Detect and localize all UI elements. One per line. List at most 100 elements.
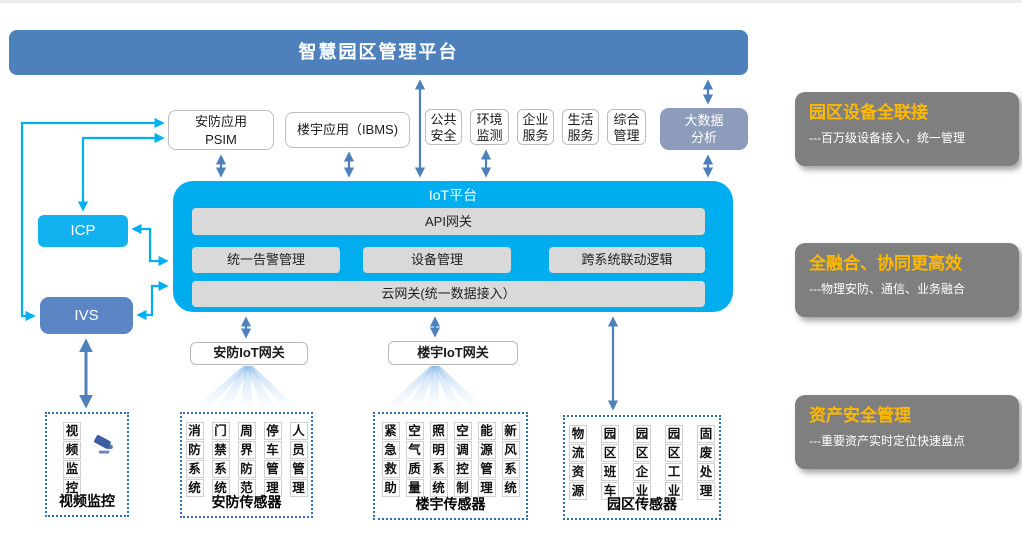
sensor-char-cell: 统 [211, 479, 230, 497]
benefit-desc: ---百万级设备接入，统一管理 [809, 131, 965, 145]
sensor-char-cell: 系 [501, 460, 520, 478]
bigdata-line1: 大数据 [684, 113, 724, 128]
sensor-char-cell: 区 [601, 444, 619, 462]
security-sensor-columns: 消防系统门禁系统周界防范停车管理人员管理 [182, 422, 311, 497]
small-app-box: 环境监测 [470, 109, 509, 145]
sensor-column-新风系统: 新风系统 [501, 422, 520, 497]
security-sensors-box: 消防系统门禁系统周界防范停车管理人员管理 安防传感器 [180, 412, 313, 518]
sensor-column-园区企业: 园区企业 [633, 425, 651, 500]
app-box-psim-line2: PSIM [205, 132, 237, 147]
sensor-char-cell: 防 [237, 460, 256, 478]
security-gateway-fan [193, 366, 299, 410]
small-app-box: 企业服务 [517, 109, 554, 145]
security-sensors-label: 安防传感器 [211, 494, 282, 510]
sensor-char-cell: 车 [263, 441, 282, 459]
sensor-column-门禁系统: 门禁系统 [211, 422, 230, 497]
small-app-line: 综合 [613, 112, 640, 127]
small-app-line: 环境 [476, 112, 503, 127]
video-box-label: 视频监控 [59, 493, 115, 509]
video-vertical-text: 视频监控 [47, 422, 143, 497]
sensor-char-cell: 调 [453, 441, 472, 459]
security-camera-icon [94, 435, 113, 454]
sensor-char-cell: 资 [569, 463, 587, 481]
sensor-char-cell: 空 [453, 422, 472, 440]
sensor-char-cell: 界 [237, 441, 256, 459]
small-app-line: 监测 [476, 127, 503, 143]
building-gateway-fan [383, 366, 486, 410]
small-app-line: 服务 [522, 127, 549, 143]
sensor-char-cell: 园 [601, 425, 619, 443]
sensor-char-cell: 车 [601, 482, 619, 500]
sensor-char-cell: 管 [263, 460, 282, 478]
sensor-char-cell: 统 [185, 479, 204, 497]
iot-platform-title: IoT平台 [428, 187, 478, 203]
building-sensors-box: 紧急救助空气质量照明系统空调控制能源管理新风系统 楼宇传感器 [373, 412, 528, 520]
campus-sensor-columns: 物流资源园区班车园区企业园区工业固废处理 [565, 425, 719, 500]
module-device-management: 设备管理 [363, 247, 511, 273]
benefit-desc: ---物理安防、通信、业务融合 [809, 282, 965, 296]
sensor-char-cell: 班 [601, 463, 619, 481]
sensor-char-cell: 空 [405, 422, 424, 440]
security-iot-gateway-box: 安防IoT网关 [190, 342, 308, 365]
sensor-char-cell: 助 [381, 479, 400, 497]
sensor-char-cell: 理 [289, 479, 308, 497]
sensor-column-园区工业: 园区工业 [665, 425, 683, 500]
benefit-panel-asset-safety: 资产安全管理 ---重要资产实时定位快速盘点 [795, 395, 1019, 469]
sensor-char-cell: 系 [429, 460, 448, 478]
sensor-char-cell: 质 [405, 460, 424, 478]
building-sensors-label: 楼宇传感器 [415, 496, 486, 512]
sensor-char-cell: 门 [211, 422, 230, 440]
small-app-line: 企业 [522, 112, 549, 127]
small-app-box: 生活服务 [562, 109, 599, 145]
sensor-char-cell: 范 [237, 479, 256, 497]
sensor-char-cell: 紧 [381, 422, 400, 440]
sensor-char-cell: 源 [569, 482, 587, 500]
cloud-gateway-bar: 云网关(统一数据接入） [192, 281, 705, 307]
sensor-char-cell: 固 [697, 425, 715, 443]
bigdata-analysis-box: 大数据 分析 [660, 108, 748, 150]
sensor-column-视频监控: 视频监控 [63, 422, 81, 497]
sensor-char-cell: 救 [381, 460, 400, 478]
module-cross-system-linkage: 跨系统联动逻辑 [549, 247, 705, 273]
sensor-char-cell: 防 [185, 441, 204, 459]
sensor-char-cell: 能 [477, 422, 496, 440]
sensor-char-cell: 频 [63, 441, 81, 459]
sensor-column-停车管理: 停车管理 [263, 422, 282, 497]
sensor-char-cell: 业 [665, 482, 683, 500]
benefit-title: 全融合、协同更高效 [809, 254, 962, 273]
platform-banner: 智慧园区管理平台 [9, 30, 748, 75]
sensor-char-cell: 风 [501, 441, 520, 459]
sensor-column-照明系统: 照明系统 [429, 422, 448, 497]
campus-sensors-box: 物流资源园区班车园区企业园区工业固废处理 园区传感器 [563, 415, 721, 520]
iot-platform-box: IoT平台 API网关 统一告警管理 设备管理 跨系统联动逻辑 云网关(统一数据… [173, 181, 733, 312]
sensor-char-cell: 理 [477, 479, 496, 497]
small-app-line: 管理 [613, 127, 640, 143]
sensor-char-cell: 急 [381, 441, 400, 459]
sensor-column-园区班车: 园区班车 [601, 425, 619, 500]
sensor-char-cell: 物 [569, 425, 587, 443]
sensor-char-cell: 园 [633, 425, 651, 443]
sensor-char-cell: 废 [697, 444, 715, 462]
building-sensor-columns: 紧急救助空气质量照明系统空调控制能源管理新风系统 [375, 422, 526, 497]
sensor-char-cell: 流 [569, 444, 587, 462]
small-app-line: 生活 [567, 112, 594, 127]
sensor-char-cell: 员 [289, 441, 308, 459]
sensor-char-cell: 统 [429, 479, 448, 497]
sensor-column-空气质量: 空气质量 [405, 422, 424, 497]
campus-sensors-label: 园区传感器 [607, 496, 677, 512]
sensor-char-cell: 企 [633, 463, 651, 481]
small-app-line: 安全 [430, 127, 457, 143]
benefit-panel-fusion: 全融合、协同更高效 ---物理安防、通信、业务融合 [795, 243, 1019, 317]
sensor-char-cell: 视 [63, 422, 81, 440]
sensor-char-cell: 理 [263, 479, 282, 497]
top-divider [0, 0, 1022, 3]
benefit-title: 园区设备全联接 [809, 103, 928, 122]
sensor-char-cell: 禁 [211, 441, 230, 459]
sensor-column-消防系统: 消防系统 [185, 422, 204, 497]
sensor-column-固废处理: 固废处理 [697, 425, 715, 500]
sensor-char-cell: 统 [501, 479, 520, 497]
sensor-char-cell: 停 [263, 422, 282, 440]
sensor-char-cell: 明 [429, 441, 448, 459]
sensor-char-cell: 制 [453, 479, 472, 497]
app-box-ibms: 楼宇应用（IBMS) [285, 112, 410, 148]
